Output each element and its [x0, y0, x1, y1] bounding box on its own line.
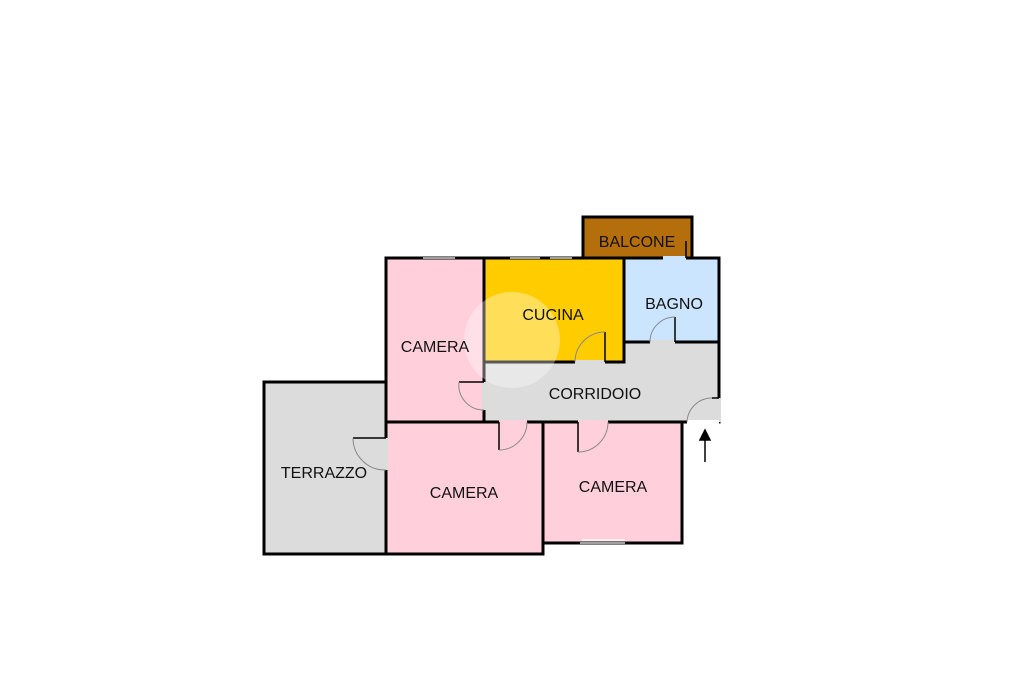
label-bagno: BAGNO: [645, 296, 703, 313]
label-camera-3: CAMERA: [579, 479, 648, 496]
label-balcone: BALCONE: [599, 234, 675, 251]
room-camera-3: [541, 420, 684, 545]
room-terrazzo: [262, 380, 388, 556]
label-camera-2: CAMERA: [430, 485, 499, 502]
doors: [352, 241, 721, 471]
label-cucina: CUCINA: [522, 307, 584, 324]
label-terrazzo: TERRAZZO: [281, 465, 367, 482]
watermark-logo: [464, 292, 560, 388]
label-corridoio: CORRIDOIO: [549, 386, 641, 403]
label-camera-1: CAMERA: [401, 339, 470, 356]
arrow-up-icon: [698, 428, 712, 462]
windows: [423, 257, 625, 544]
